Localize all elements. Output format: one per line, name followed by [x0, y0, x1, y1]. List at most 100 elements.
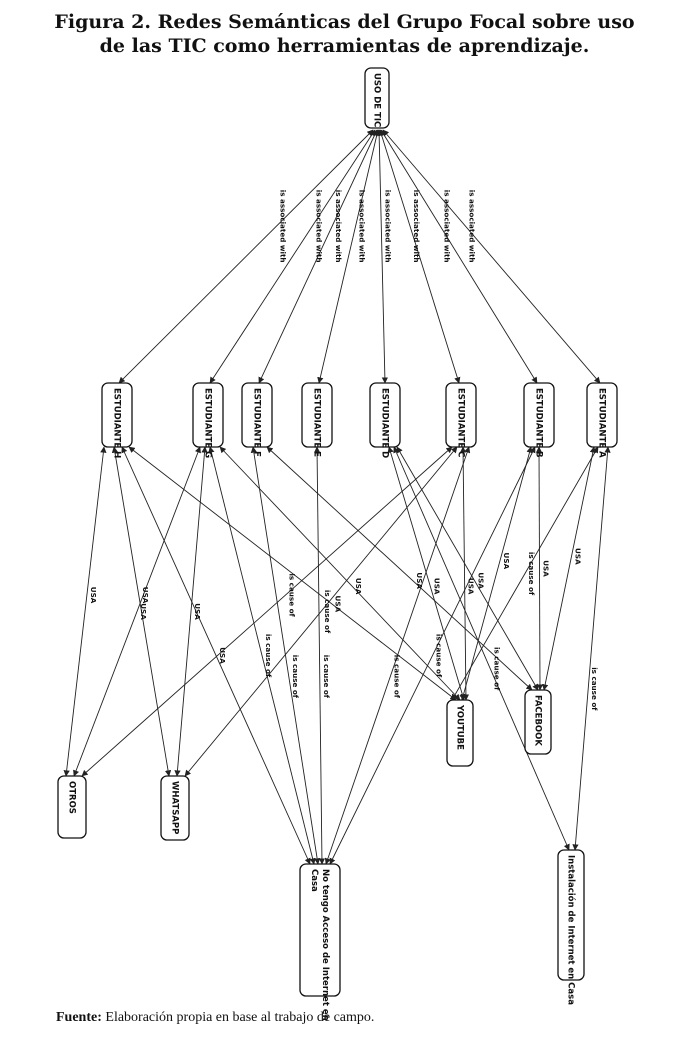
edge-line-eh-na: [121, 446, 311, 865]
edge-line-eb-na: [329, 446, 536, 865]
node-box-yt: [446, 699, 474, 767]
node-label-na2: Casa: [309, 869, 319, 892]
node-ed: ESTUDIANTE D: [369, 382, 401, 458]
edge-line-eb-fb: [535, 446, 544, 691]
edge-label-ec-yt: USA: [467, 578, 476, 595]
node-label-ea: ESTUDIANTE A: [597, 388, 607, 458]
edge-label-eg-yt: USA: [354, 578, 363, 595]
node-box-ic: [557, 849, 585, 981]
edge-line-eh-ot: [63, 446, 107, 777]
edge-label-ec-wa: is cause of: [323, 590, 332, 634]
node-box-ee: [301, 382, 333, 448]
edge-label-ee-na: is cause of: [322, 655, 331, 699]
edge-label-eg-uso: is associated with: [314, 190, 323, 263]
node-label-na1: No tengo Acceso de Internet en: [320, 869, 330, 1021]
node-box-ea: [586, 382, 618, 448]
edge-label-ef-uso: is associated with: [334, 190, 343, 263]
edge-label-eb-na: is cause of: [435, 634, 444, 678]
node-label-ef: ESTUDIANTE F: [252, 388, 262, 457]
edge-line-ea-fb: [542, 446, 596, 691]
edge-label-ee-uso: is associated with: [358, 190, 367, 263]
node-fb: FACEBOOK: [524, 689, 552, 755]
edge-label-ed-uso: is associated with: [383, 190, 392, 263]
edge-line-ee-uso: [317, 129, 380, 384]
node-uso: USO DE TIC: [364, 67, 390, 129]
edge-label-ec-uso: is associated with: [412, 190, 421, 263]
edge-label-ec-ot: is cause of: [288, 573, 297, 617]
edge-label-eh-yt: USA: [334, 596, 343, 613]
edge-label-ed-yt: USA: [432, 578, 441, 595]
edge-label-eg-ot: USA: [139, 603, 148, 620]
node-box-ot: [57, 775, 87, 839]
node-box-wa: [160, 775, 190, 841]
node-label-ee: ESTUDIANTE E: [312, 388, 322, 457]
node-box-eh: [101, 382, 133, 448]
node-label-uso: USO DE TIC: [372, 73, 382, 127]
edge-label-ea-uso: is associated with: [467, 190, 476, 263]
edge-label-ea-yt: is cause of: [527, 552, 536, 596]
node-ot: OTROS: [57, 775, 87, 839]
edge-label-ed-fb: USA: [477, 572, 486, 589]
edge-line-ea-yt: [451, 446, 599, 701]
source-text: Elaboración propia en base al trabajo de…: [105, 1010, 375, 1025]
node-label-wa: WHATSAPP: [170, 781, 180, 834]
edge-label-ed-ic: is cause of: [492, 647, 501, 691]
node-yt: YOUTUBE: [446, 699, 474, 767]
node-box-ec: [445, 382, 477, 448]
edge-label-eg-wa: USA: [193, 603, 202, 620]
node-ic: Instalación de Internet en Casa: [557, 849, 585, 1005]
node-box-ef: [241, 382, 273, 448]
edge-label-eh-uso: is associated with: [278, 190, 287, 263]
source-label: Fuente:: [56, 1010, 102, 1025]
edge-line-eb-uso: [380, 129, 538, 384]
node-box-ed: [369, 382, 401, 448]
edge-label-eg-na: is cause of: [264, 634, 273, 678]
edge-labels-layer: is associated with is associated with is a…: [89, 190, 599, 712]
edge-label-ea-fb: USA: [574, 548, 583, 565]
nodes-layer: USO DE TIC ESTUDIANTE H ESTUDIANTE G ESTUDI…: [57, 67, 618, 1021]
edge-label-eb-fb: USA: [542, 560, 551, 577]
edge-label-eh-ot: USA: [89, 587, 98, 604]
edge-line-ec-yt: [459, 446, 470, 701]
node-wa: WHATSAPP: [160, 775, 190, 841]
edge-label-ef-na: is cause of: [291, 655, 300, 699]
figure-title: Figura 2. Redes Semánticas del Grupo Foc…: [0, 10, 689, 58]
edge-line-ef-na: [250, 446, 321, 865]
node-eg: ESTUDIANTE G: [192, 382, 224, 458]
node-box-uso: [364, 67, 390, 129]
edge-line-eg-uso: [209, 129, 376, 384]
node-label-ed: ESTUDIANTE D: [380, 388, 390, 458]
edge-line-ea-ic: [572, 446, 611, 851]
node-box-eb: [523, 382, 555, 448]
edge-label-eb-yt: USA: [502, 553, 511, 570]
edge-label-eh-na: USA: [218, 647, 227, 664]
node-box-eg: [192, 382, 224, 448]
edge-label-eb-uso: is associated with: [442, 190, 451, 263]
node-label-yt: YOUTUBE: [455, 704, 465, 750]
node-ef: ESTUDIANTE F: [241, 382, 273, 457]
node-eb: ESTUDIANTE B: [523, 382, 555, 458]
node-label-eb: ESTUDIANTE B: [534, 388, 544, 458]
node-label-eh: ESTUDIANTE H: [112, 388, 122, 458]
edge-label-ea-ic: is cause of: [590, 667, 599, 711]
node-ee: ESTUDIANTE E: [301, 382, 333, 457]
node-label-ic: Instalación de Internet en Casa: [566, 855, 577, 1005]
edges-layer: [63, 129, 611, 865]
edge-label-ef-fb: USA: [415, 572, 424, 589]
figure-title-line-1: Figura 2. Redes Semánticas del Grupo Foc…: [54, 11, 635, 33]
node-label-eg: ESTUDIANTE G: [203, 388, 213, 458]
node-label-ot: OTROS: [67, 781, 77, 814]
node-label-fb: FACEBOOK: [533, 695, 543, 746]
node-ec: ESTUDIANTE C: [445, 382, 477, 457]
edge-label-ec-na: is cause of: [392, 655, 401, 699]
node-ea: ESTUDIANTE A: [586, 382, 618, 458]
node-box-fb: [524, 689, 552, 755]
figure-title-line-2: de las TIC como herramientas de aprendiz…: [99, 35, 590, 57]
node-eh: ESTUDIANTE H: [101, 382, 133, 458]
edge-line-ea-uso: [382, 129, 601, 384]
figure-source: Fuente: Elaboración propia en base al tr…: [56, 1010, 374, 1026]
edge-label-eh-wa: USA: [141, 587, 150, 604]
node-label-ec: ESTUDIANTE C: [456, 388, 466, 457]
